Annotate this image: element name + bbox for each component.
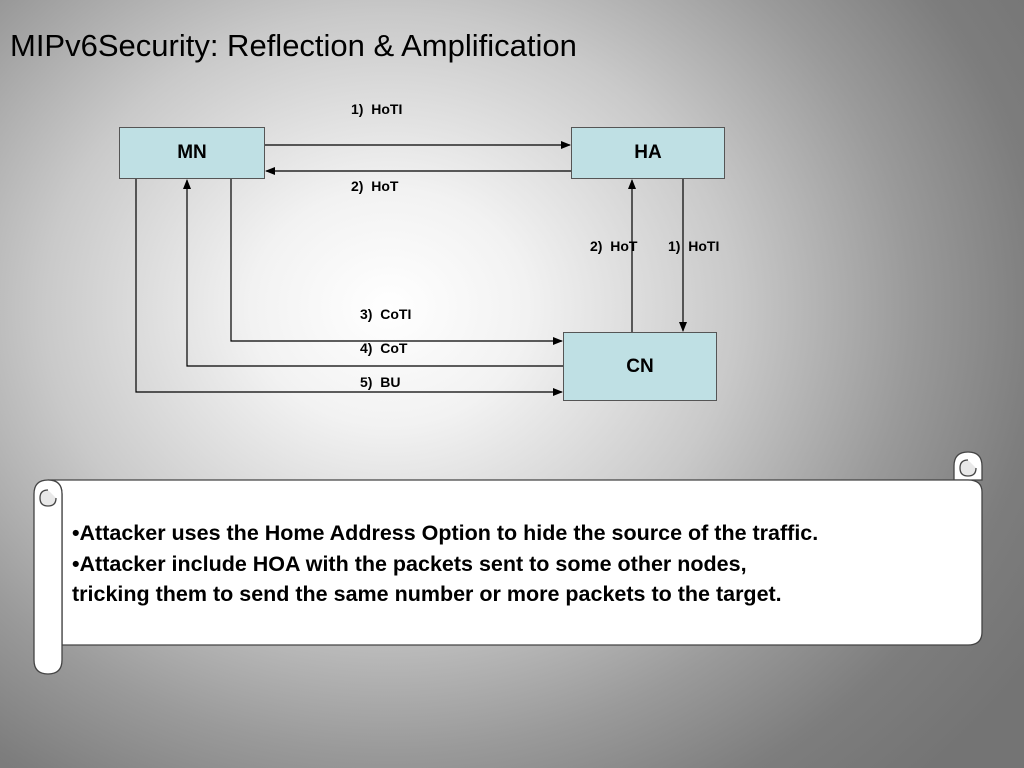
note-line-1: •Attacker uses the Home Address Option t… [72,521,819,545]
note-line-3: tricking them to send the same number or… [72,582,782,606]
arrow-mn-to-cn-coti [230,179,563,345]
label-ha-to-cn-hoti: 1) HoTI [668,238,720,254]
scroll-left-roll [33,479,63,675]
note-line-2: •Attacker include HOA with the packets s… [72,551,747,576]
node-mn: MN [119,127,265,179]
label-cn-to-ha-hot: 2) HoT [590,238,638,254]
notes-text: •Attacker uses the Home Address Option t… [72,518,972,610]
node-ha: HA [571,127,725,179]
label-mn-to-cn-bu: 5) BU [360,374,401,390]
label-cn-to-mn-cot: 4) CoT [360,340,408,356]
node-cn: CN [563,332,717,401]
scroll-left-curl [39,489,57,507]
scroll-right-curl [959,459,977,477]
label-mn-to-cn-coti: 3) CoTI [360,306,412,322]
label-mn-to-ha-hoti: 1) HoTI [351,101,403,117]
arrow-mn-to-cn-bu [135,179,563,396]
slide-title: MIPv6Security: Reflection & Amplificatio… [10,28,577,63]
label-ha-to-mn-hot: 2) HoT [351,178,399,194]
arrow-cn-to-mn-cot [183,179,563,367]
